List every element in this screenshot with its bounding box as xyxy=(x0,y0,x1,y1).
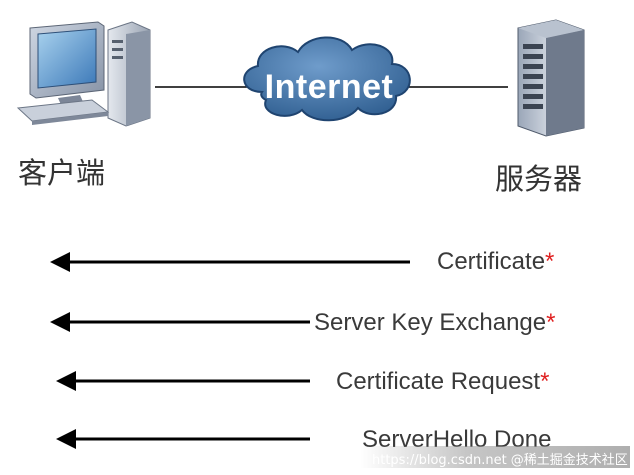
internet-label: Internet xyxy=(264,68,394,106)
message-text: Server Key Exchange xyxy=(314,309,547,336)
message-text: Certificate Request xyxy=(336,368,541,395)
optional-mark: * xyxy=(545,248,555,275)
arrowhead-certificate xyxy=(50,252,70,272)
message-server-key-exchange: Server Key Exchange* xyxy=(314,309,555,337)
desktop-computer-icon xyxy=(16,21,151,127)
message-text: Certificate xyxy=(437,248,546,275)
server-label: 服务器 xyxy=(495,162,583,196)
arrowhead-server-key-exchange xyxy=(50,312,70,332)
message-certificate-request: Certificate Request* xyxy=(336,368,549,396)
arrowhead-serverhello-done xyxy=(56,429,76,449)
message-arrows xyxy=(50,252,410,449)
watermark-band xyxy=(360,446,630,468)
cloud-icon xyxy=(243,36,411,122)
optional-mark: * xyxy=(540,368,550,395)
client-label: 客户端 xyxy=(18,156,106,190)
server-tower-icon xyxy=(517,19,585,137)
optional-mark: * xyxy=(546,309,556,336)
watermark: https://blog.csdn.net @稀土掘金技术社区 xyxy=(372,453,628,468)
arrowhead-certificate-request xyxy=(56,371,76,391)
message-certificate: Certificate* xyxy=(437,248,554,276)
